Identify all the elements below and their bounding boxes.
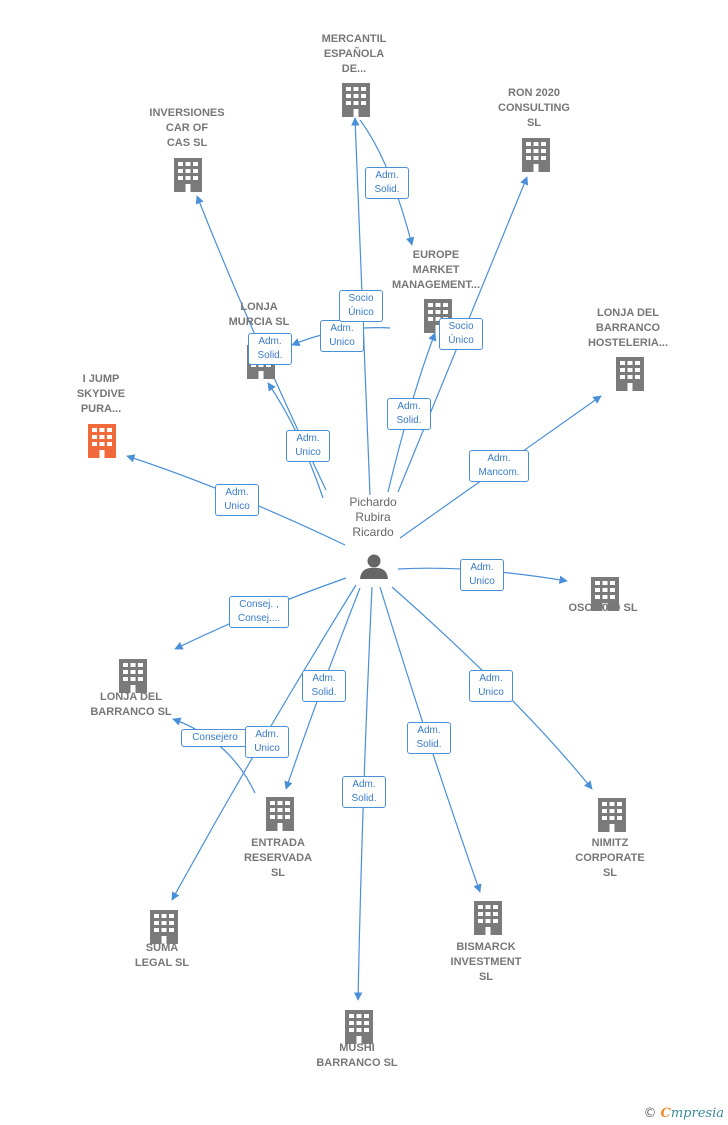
building-icon[interactable] (88, 424, 116, 458)
relation-badge-r-lonjahost[interactable]: Adm. Mancom. (469, 450, 529, 482)
company-label-entrada[interactable]: ENTRADA RESERVADA SL (243, 837, 313, 879)
relation-badge-r-nimitz[interactable]: Adm. Unico (469, 670, 513, 702)
company-label-inversiones[interactable]: INVERSIONES CAR OF CAS SL (149, 107, 225, 149)
relation-badge-r-socio-murcia[interactable]: Socio Único (339, 290, 383, 322)
company-label-ijump[interactable]: I JUMP SKYDIVE PURA... (76, 373, 126, 415)
company-label-lonjahost[interactable]: LONJA DEL BARRANCO HOSTELERIA... (587, 307, 669, 349)
relation-badge-r-mercantil[interactable]: Adm. Solid. (365, 167, 409, 199)
person-icon[interactable] (360, 554, 388, 580)
company-label-ron2020[interactable]: RON 2020 CONSULTING SL (498, 87, 570, 129)
relation-badge-r-consejero[interactable]: Consejero (181, 729, 249, 747)
company-label-nimitz[interactable]: NIMITZ CORPORATE SL (575, 837, 645, 879)
company-label-mercantil[interactable]: MERCANTIL ESPAÑOLA DE... (321, 33, 387, 75)
company-label-lonjamurcia[interactable]: LONJA MURCIA SL (228, 301, 290, 328)
person-name[interactable]: Pichardo Rubira Ricardo (349, 495, 397, 539)
company-label-mushi[interactable]: MUSHI BARRANCO SL (316, 1042, 398, 1069)
brand-logo-text: mpresia (670, 1106, 724, 1121)
relation-badge-r-ijump[interactable]: Adm. Unico (215, 484, 259, 516)
company-label-suma[interactable]: SUMA LEGAL SL (134, 942, 190, 969)
copyright-icon: © (643, 1106, 657, 1121)
company-label-lonjabarranco[interactable]: LONJA DEL BARRANCO SL (90, 691, 172, 718)
building-icon[interactable] (598, 798, 626, 832)
company-label-oso[interactable]: OSO 2000 SL (568, 602, 638, 614)
relation-badge-r-suma[interactable]: Adm. Unico (245, 726, 289, 758)
relation-badge-r-mushi[interactable]: Adm. Solid. (342, 776, 386, 808)
building-icon[interactable] (266, 797, 294, 831)
relation-badge-r-oso[interactable]: Adm. Unico (460, 559, 504, 591)
brand-logo-initial: C (660, 1106, 671, 1121)
building-icon[interactable] (474, 901, 502, 935)
company-label-bismarck[interactable]: BISMARCK INVESTMENT SL (450, 941, 522, 983)
building-icon[interactable] (174, 158, 202, 192)
relation-badge-r-socio-europe[interactable]: Socio Único (439, 318, 483, 350)
relation-badge-r-ron[interactable]: Adm. Unico (320, 320, 364, 352)
building-icon[interactable] (345, 1010, 373, 1044)
building-icon[interactable] (150, 910, 178, 944)
building-icon[interactable] (616, 357, 644, 391)
company-label-europe[interactable]: EUROPE MARKET MANAGEMENT... (392, 249, 480, 291)
relation-badge-r-lonjabarranco[interactable]: Consej. , Consej.... (229, 596, 289, 628)
building-icon[interactable] (119, 659, 147, 693)
relation-badge-r-entrada[interactable]: Adm. Solid. (302, 670, 346, 702)
relation-badge-r-bismarck[interactable]: Adm. Solid. (407, 722, 451, 754)
footer-copyright: ©Cmpresia (644, 1106, 725, 1121)
relation-badge-r-europe[interactable]: Adm. Solid. (387, 398, 431, 430)
building-icon[interactable] (342, 83, 370, 117)
building-icon[interactable] (522, 138, 550, 172)
relation-badge-r-inversiones[interactable]: Adm. Solid. (248, 333, 292, 365)
relation-badge-r-murcia[interactable]: Adm. Unico (286, 430, 330, 462)
edge-r-consejero (172, 717, 256, 794)
